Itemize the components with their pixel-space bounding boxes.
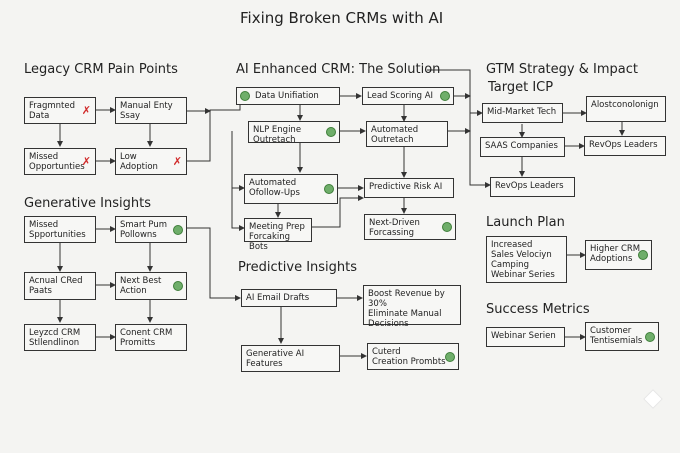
node-label: Mid-Market Tech — [487, 107, 557, 117]
node-increased-sales: Increased Sales Velociyn Camping Webinar… — [486, 236, 567, 283]
green-check-icon — [440, 91, 450, 101]
node-label: Boost Revenue by 30% Eliminate Manual De… — [368, 289, 445, 329]
node-label: Missed Spportunities — [29, 220, 86, 240]
node-webinar-serien: Webinar Serien — [486, 327, 565, 347]
node-predictive-risk: Predictive Risk AI — [364, 178, 454, 198]
node-label: Meeting Prep Forcaking Bots — [249, 222, 305, 252]
node-label: Missed Opportunties — [29, 152, 85, 172]
node-label: Alostconolonign — [591, 100, 659, 110]
node-manual-entry: Manual Enty Ssay — [115, 97, 187, 124]
node-fragmented-data: Fragmnted Data ✗ — [24, 97, 96, 124]
node-label: RevOps Leaders — [495, 181, 564, 191]
diagram-title: Fixing Broken CRMs with AI — [240, 9, 444, 27]
node-label: NLP Engine Outretach — [253, 125, 302, 145]
node-mid-market-tech: Mid-Market Tech — [482, 103, 563, 123]
node-label: Increased Sales Velociyn Camping Webinar… — [491, 240, 555, 280]
node-ai-email-drafts: AI Email Drafts — [241, 289, 337, 307]
node-label: SAAS Companies — [485, 141, 558, 151]
section-title-pain-points: Legacy CRM Pain Points — [24, 62, 178, 77]
node-annual-cred: Acnual CRed Paats — [24, 272, 96, 300]
node-revops-leaders: RevOps Leaders — [490, 177, 575, 197]
green-check-icon — [240, 91, 250, 101]
green-check-icon — [173, 224, 183, 235]
green-check-icon — [442, 222, 452, 232]
node-label: Generative AI Features — [246, 349, 305, 369]
green-check-icon — [645, 331, 655, 342]
node-label: Higher CRM Adoptions — [590, 244, 641, 264]
section-title-solution: AI Enhanced CRM: The Solution — [236, 62, 441, 77]
node-leyzcd-crm: Leyzcd CRM Stllendlinon — [24, 324, 96, 351]
node-label: Webinar Serien — [491, 331, 556, 341]
node-label: Lead Scoring AI — [367, 91, 434, 101]
red-cross-icon: ✗ — [81, 103, 91, 117]
node-cuterd-creation: Cuterd Creation Prombts — [367, 343, 459, 370]
node-label: Conent CRM Promitts — [120, 328, 173, 348]
node-label: AI Email Drafts — [246, 293, 310, 303]
node-next-driven: Next-Driven Forcassing — [364, 214, 456, 240]
node-meeting-prep: Meeting Prep Forcaking Bots — [244, 218, 312, 252]
section-title-target-icp: Target ICP — [488, 80, 554, 95]
node-automated-outreach: Automated Outretach — [366, 121, 448, 147]
node-automated-followups: Automated Ofollow-Ups — [244, 174, 338, 204]
green-check-icon — [324, 184, 334, 194]
red-cross-icon: ✗ — [81, 154, 91, 168]
section-title-gtm: GTM Strategy & Impact — [486, 62, 638, 77]
section-title-launch-plan: Launch Plan — [486, 215, 565, 230]
connector — [469, 113, 491, 188]
node-label: Predictive Risk AI — [369, 182, 443, 192]
node-low-adoption: Low Adoption ✗ — [115, 148, 187, 175]
node-label: RevOps Leaders — [589, 140, 658, 150]
node-label: Low Adoption — [120, 152, 158, 172]
node-label: Next Best Action — [120, 276, 162, 296]
connector — [187, 227, 241, 301]
red-cross-icon: ✗ — [172, 154, 182, 168]
node-label: Fragmnted Data — [29, 101, 75, 121]
section-title-predictive: Predictive Insights — [238, 260, 358, 275]
node-label: Manual Enty Ssay — [120, 101, 173, 121]
node-label: Next-Driven Forcassing — [369, 218, 420, 238]
node-alostconolonign: Alostconolonign — [586, 96, 666, 122]
connector — [427, 69, 483, 116]
node-revops-leaders-right: RevOps Leaders — [584, 136, 666, 156]
node-label: Acnual CRed Paats — [29, 276, 83, 296]
node-label: Leyzcd CRM Stllendlinon — [29, 328, 81, 348]
node-label: Customer Tentisemials — [590, 326, 643, 346]
node-data-unification: Data Unifiation — [236, 87, 340, 105]
node-label: Automated Outretach — [371, 125, 419, 145]
node-generative-ai-features: Generative AI Features — [241, 345, 340, 372]
node-next-best-action: Next Best Action — [115, 272, 187, 300]
node-label: Cuterd Creation Prombts — [372, 347, 446, 367]
node-customer-testimonials: Customer Tentisemials — [585, 322, 659, 351]
green-check-icon — [445, 351, 455, 362]
green-check-icon — [173, 281, 183, 291]
section-title-success-metrics: Success Metrics — [486, 302, 590, 317]
node-conent-crm: Conent CRM Promitts — [115, 324, 187, 351]
node-boost-revenue: Boost Revenue by 30% Eliminate Manual De… — [363, 285, 461, 329]
node-missed-opportunities: Missed Opportunties ✗ — [24, 148, 96, 175]
node-smart-followups: Smart Pum Pollowns — [115, 216, 187, 243]
green-check-icon — [326, 127, 336, 137]
node-label: Smart Pum Pollowns — [120, 220, 168, 240]
node-gen-missed-opportunities: Missed Spportunities — [24, 216, 96, 243]
section-title-generative: Generative Insights — [24, 196, 151, 211]
node-label: Data Unifiation — [255, 91, 319, 101]
node-lead-scoring: Lead Scoring AI — [362, 87, 454, 105]
node-nlp-engine: NLP Engine Outretach — [248, 121, 340, 145]
node-saas-companies: SAAS Companies — [480, 137, 565, 157]
connector — [231, 131, 245, 231]
green-check-icon — [638, 250, 648, 260]
node-higher-crm-adoption: Higher CRM Adoptions — [585, 240, 652, 270]
node-label: Automated Ofollow-Ups — [249, 178, 300, 198]
connector — [312, 195, 364, 228]
